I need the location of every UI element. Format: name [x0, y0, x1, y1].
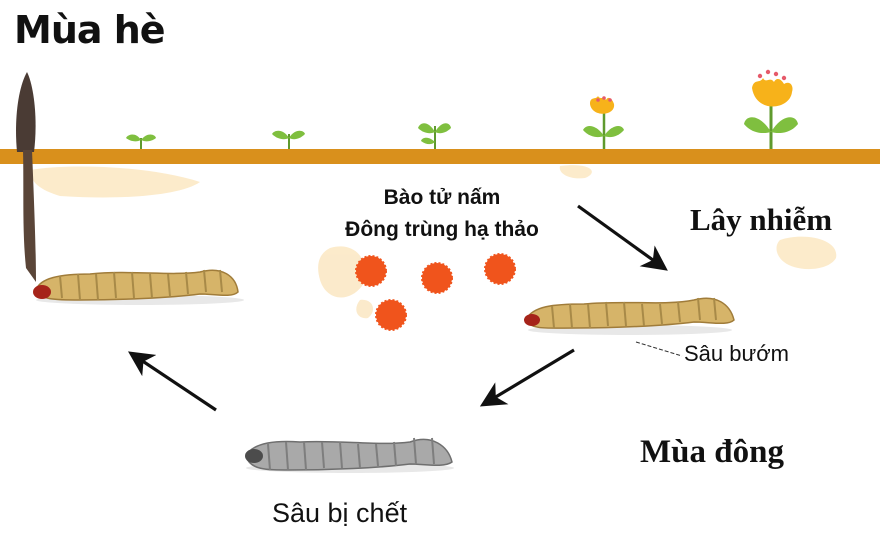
big-flower: [744, 69, 798, 149]
spore: [421, 262, 453, 294]
soil-patches: [30, 165, 837, 319]
caterpillar: [524, 297, 735, 335]
arrow-to-summer: [128, 351, 217, 412]
sprout: [418, 123, 451, 149]
spore: [355, 255, 387, 287]
label-summer: Mùa hè: [14, 8, 166, 52]
spore: [375, 299, 407, 331]
label-caterpillar: Sâu bướm: [684, 341, 789, 366]
ground-surface: [0, 149, 880, 164]
label-infection: Lây nhiễm: [690, 202, 833, 237]
small-flower: [583, 96, 624, 149]
sprout: [126, 134, 156, 149]
arrow-to-winter: [479, 348, 575, 407]
infected-caterpillar: [33, 269, 244, 305]
label-spores-line2: Đông trùng hạ thảo: [345, 218, 539, 241]
label-spores-line1: Bào tử nấm: [383, 186, 501, 209]
caterpillar-pointer: [635, 341, 683, 357]
label-winter: Mùa đông: [640, 434, 784, 470]
sprout: [272, 130, 305, 149]
label-dead-caterpillar: Sâu bị chết: [272, 498, 408, 528]
label-fungal-spores: Bào tử nấm Đông trùng hạ thảo: [262, 182, 622, 246]
arrow-infection: [577, 204, 668, 271]
fungal-spores: [355, 253, 516, 331]
cordyceps-fungus-stalk: [16, 72, 36, 282]
spore: [484, 253, 516, 285]
dead-caterpillar: [245, 437, 454, 473]
